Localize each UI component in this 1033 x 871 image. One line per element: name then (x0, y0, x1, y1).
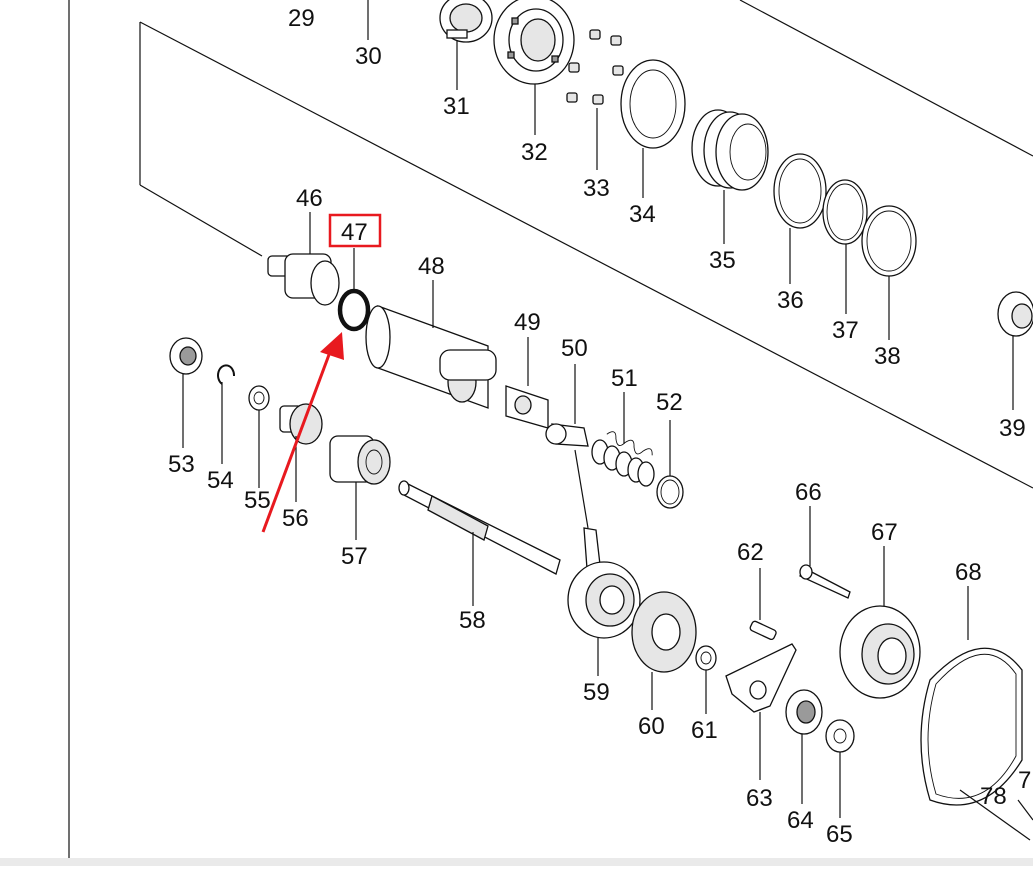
callout-49: 49 (514, 309, 541, 336)
callout-56: 56 (282, 505, 309, 532)
callout-57: 57 (341, 543, 368, 570)
part-36-ring (773, 153, 827, 229)
highlight-box (328, 213, 382, 248)
part-56-gear (279, 403, 323, 445)
part-58-shaft (398, 480, 561, 575)
callout-33: 33 (583, 175, 610, 202)
part-64-bearing (785, 689, 823, 735)
callout-38: 38 (874, 343, 901, 370)
part-54-circlip (217, 364, 236, 385)
callout-52: 52 (656, 389, 683, 416)
callout-53: 53 (168, 451, 195, 478)
part-68-gasket (920, 647, 1023, 806)
part-46-piston (267, 253, 340, 306)
callout-46: 46 (296, 185, 323, 212)
part-51-spring (591, 431, 655, 487)
bottom-bar (0, 858, 1033, 866)
part-39-bearing (997, 291, 1033, 337)
callout-68: 68 (955, 559, 982, 586)
part-63-plate (725, 643, 797, 713)
callout-60: 60 (638, 713, 665, 740)
callout-51: 51 (611, 365, 638, 392)
callout-67: 67 (871, 519, 898, 546)
callout-31: 31 (443, 93, 470, 120)
part-67-housing-cover (839, 605, 921, 699)
part-57-clutch (329, 435, 391, 485)
callout-29: 29 (288, 5, 315, 32)
part-33-rollers (566, 29, 624, 105)
part-55-washer (248, 385, 270, 411)
part-31-clutch (439, 0, 493, 43)
frame-lines (68, 0, 1033, 858)
part-52-ring (656, 475, 684, 509)
part-48-cylinder (365, 305, 497, 409)
part-49-bracket (505, 385, 549, 429)
callout-62: 62 (737, 539, 764, 566)
callout-7: 7 (1018, 767, 1031, 794)
part-60-gear-disk (631, 591, 697, 673)
part-65-washer (825, 719, 855, 753)
highlight-arrow (261, 332, 344, 533)
callout-47: 47 (341, 219, 368, 246)
part-50-pin (545, 423, 589, 447)
part-59-crank (567, 527, 641, 639)
part-32-ring-gear (493, 0, 575, 85)
callout-63: 63 (746, 785, 773, 812)
part-38-ring (861, 205, 917, 277)
callout-37: 37 (832, 317, 859, 344)
callout-32: 32 (521, 139, 548, 166)
part-62-screw (749, 620, 777, 641)
part-53-bearing (169, 337, 203, 375)
callout-35: 35 (709, 247, 736, 274)
callout-64: 64 (787, 807, 814, 834)
part-66-screw (799, 564, 851, 599)
callout-55: 55 (244, 487, 271, 514)
callout-34: 34 (629, 201, 656, 228)
callout-54: 54 (207, 467, 234, 494)
part-35-spring (691, 109, 769, 191)
callout-58: 58 (459, 607, 486, 634)
part-47-o-ring (337, 288, 371, 332)
callout-59: 59 (583, 679, 610, 706)
callout-39: 39 (999, 415, 1026, 442)
callout-30: 30 (355, 43, 382, 70)
callout-65: 65 (826, 821, 853, 848)
callout-48: 48 (418, 253, 445, 280)
callout-66: 66 (795, 479, 822, 506)
part-37-ring (822, 179, 868, 245)
callout-36: 36 (777, 287, 804, 314)
part-61-washer (695, 645, 717, 671)
part-34-washer (620, 59, 686, 149)
callout-61: 61 (691, 717, 718, 744)
callout-50: 50 (561, 335, 588, 362)
callout-labels: 29 30 31 32 33 34 35 36 37 38 39 46 47 4… (168, 5, 1031, 848)
callout-78: 78 (980, 783, 1007, 810)
